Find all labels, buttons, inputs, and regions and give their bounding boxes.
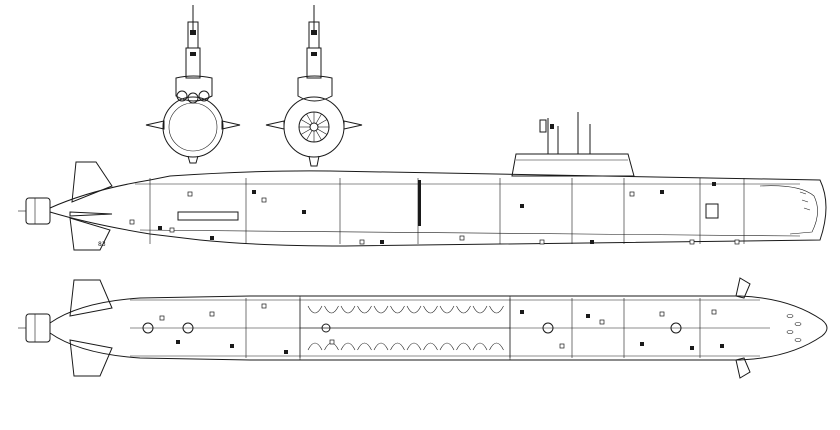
plan-hull-outline: [49, 295, 828, 361]
plan-shroud: [25, 313, 51, 343]
bow-plane-port: [735, 277, 751, 299]
stern-view: [265, 5, 363, 167]
side-profile: 83: [18, 112, 827, 251]
aft-mark: 83: [98, 241, 106, 248]
lower-rudder: [69, 217, 111, 251]
sail: [511, 153, 635, 177]
top-plan: [18, 277, 828, 379]
bow-hull: [162, 96, 224, 158]
stern-hull: [283, 96, 345, 158]
plan-fin-port: [69, 279, 113, 317]
bow-plane-starboard: [735, 357, 751, 379]
upper-rudder: [71, 161, 113, 203]
side-hull-outline: [49, 170, 827, 247]
plan-fin-starboard: [69, 339, 113, 377]
shroud: [25, 197, 51, 225]
bow-view: [145, 5, 241, 164]
